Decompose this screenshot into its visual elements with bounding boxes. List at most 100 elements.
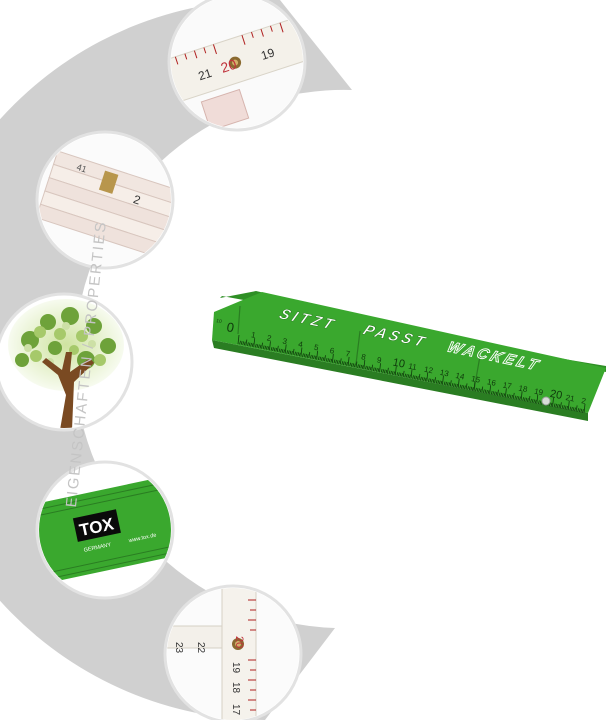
ruler-tick [254, 343, 257, 348]
tox-germany-text: GERMANY [83, 542, 112, 554]
ruler-tick [303, 353, 306, 358]
ruler-tick [275, 347, 278, 352]
ruler-tick [336, 360, 339, 364]
joint-number-19: 19 [259, 45, 276, 63]
ruler-tick [567, 400, 570, 410]
ruler-tick [520, 391, 523, 401]
ruler-tick [360, 364, 363, 369]
ruler-tick [549, 402, 551, 407]
ruler-tick [574, 407, 576, 412]
ruler-tick [486, 389, 488, 394]
ruler-tick [372, 367, 375, 372]
ruler-tick [267, 346, 270, 351]
tox-url-text: www.tox.de [127, 533, 157, 545]
ruler-tick [309, 354, 312, 359]
ruler-tick [412, 375, 414, 379]
scale-number-18: 18 [230, 682, 241, 694]
ruler-side-face [212, 340, 588, 421]
ruler-tick [530, 398, 532, 403]
ruler-number: 18 [518, 384, 529, 395]
ruler-tick [331, 353, 334, 363]
ruler-tick [531, 399, 534, 403]
ruler-number: 19 [533, 387, 544, 398]
ruler-tick [273, 347, 276, 352]
ruler-start-number: 0 [225, 319, 235, 335]
ruler-tick [295, 351, 298, 356]
ruler-tick [432, 379, 435, 384]
ruler-tick [313, 355, 315, 360]
ruler-tick [498, 392, 501, 397]
ruler-tick [523, 397, 526, 402]
ruler-tick [462, 385, 465, 389]
stack-number-2: 2 [132, 192, 143, 207]
ruler-tick [355, 361, 358, 368]
ruler-tick [449, 380, 452, 387]
ruler-tick [443, 381, 446, 386]
ruler-tick [300, 347, 303, 357]
ruler-tick [575, 405, 578, 412]
ruler-tick [416, 376, 419, 380]
ruler-tick [445, 381, 447, 386]
ruler-tick [374, 367, 377, 372]
ruler-tick [276, 345, 279, 352]
ruler-tick [390, 370, 392, 375]
ruler-tick [451, 383, 454, 387]
ruler-tick [471, 387, 474, 391]
ruler-tick [311, 355, 314, 359]
scale-number-23: 23 [173, 642, 184, 654]
ruler-tick [550, 402, 553, 407]
feature-circle-joint: 21 20 19 [167, 0, 307, 132]
ruler-tick [503, 393, 506, 398]
ruler-tick [464, 385, 466, 390]
ruler-tick [388, 370, 391, 375]
ruler-tick [401, 373, 403, 377]
ruler-tick [558, 404, 561, 409]
ruler-number: 10 [392, 357, 406, 371]
ruler-tick [437, 380, 440, 384]
ruler-tick [457, 378, 460, 388]
ruler-tick [341, 361, 344, 365]
ruler-tick [353, 363, 356, 368]
ruler-tick [525, 397, 528, 402]
ruler-tick [393, 371, 396, 376]
ruler-number: 9 [376, 355, 383, 365]
ruler-tick [506, 394, 509, 398]
ruler-tick [534, 399, 537, 404]
ruler-tick [577, 408, 580, 412]
ruler-tick [256, 344, 259, 348]
ruler-tick [572, 407, 575, 411]
ruler-tick [330, 358, 333, 363]
ruler-tick [504, 388, 507, 398]
ruler-tick [365, 365, 367, 370]
ruler-tick [566, 405, 569, 410]
ruler-tick [349, 362, 352, 367]
ruler-tick [563, 405, 565, 410]
ruler-tick [319, 356, 322, 361]
ruler-tick [280, 348, 282, 353]
feature-circle-scale: 23 22 20 19 18 17 [163, 584, 303, 720]
ruler-number: 2 [266, 333, 273, 343]
ruler-tick [308, 352, 311, 359]
ruler-tick [512, 392, 515, 399]
ruler-tick [368, 366, 370, 371]
ruler-tick [314, 355, 317, 360]
ruler-number: 17 [502, 380, 513, 391]
ruler-scale-ticks [237, 334, 586, 414]
ruler-tick [306, 354, 309, 358]
ruler-tick [317, 356, 320, 361]
ruler-tick [508, 394, 510, 399]
ruler-tick [270, 346, 273, 351]
ruler-tick [287, 350, 290, 355]
ruler-tick [297, 352, 300, 357]
ruler-tick [552, 397, 554, 407]
ruler-tick [583, 403, 586, 414]
ruler-tick [528, 395, 531, 403]
ruler-tick [517, 396, 520, 400]
ruler-tick [333, 359, 336, 364]
ruler-tick [490, 390, 493, 395]
ruler-tick [514, 395, 517, 400]
ruler-tick [481, 386, 484, 393]
ruler-tick [407, 374, 410, 378]
ruler-main-face [212, 292, 606, 413]
